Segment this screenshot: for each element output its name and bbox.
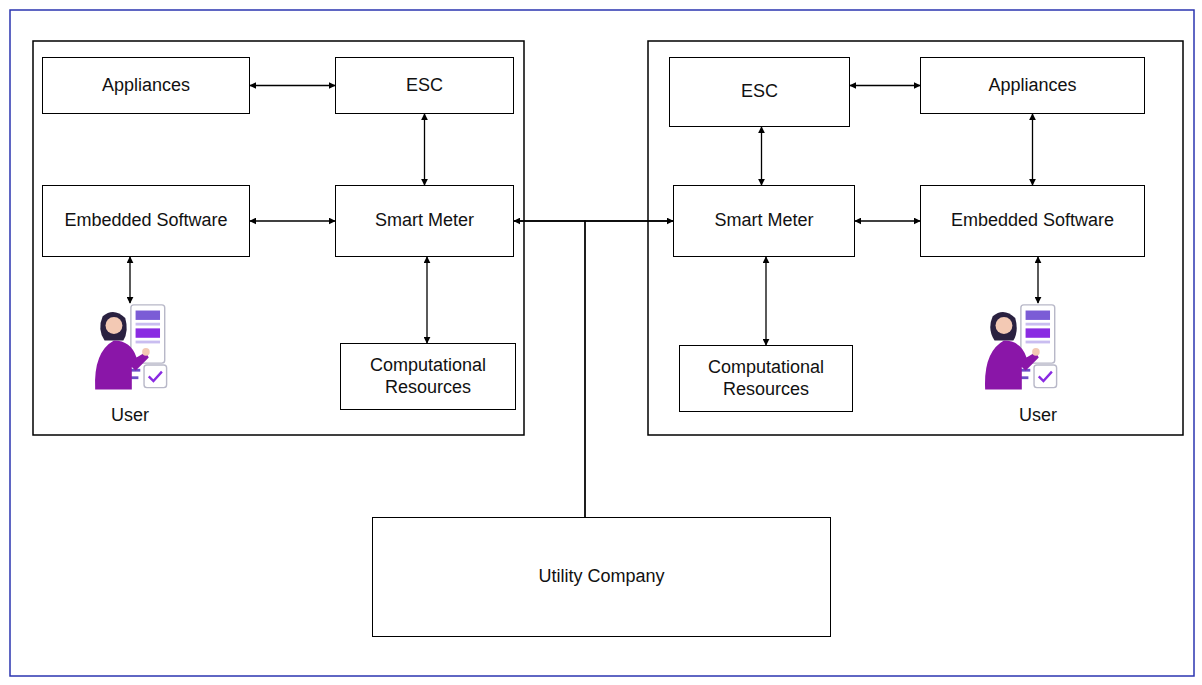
label-stack: Smart Meter bbox=[375, 210, 474, 232]
box-label: Utility Company bbox=[538, 566, 664, 588]
label-stack: Appliances bbox=[102, 75, 190, 97]
label-stack: Appliances bbox=[988, 75, 1076, 97]
box-label: ESC bbox=[741, 81, 778, 103]
user-node: User bbox=[80, 303, 180, 427]
component-box: Embedded Software bbox=[920, 185, 1145, 257]
component-box: Computational Resources bbox=[679, 345, 853, 412]
label-stack: Embedded Software bbox=[951, 210, 1114, 232]
box-label: Smart Meter bbox=[714, 210, 813, 232]
connector bbox=[850, 85, 920, 86]
connector bbox=[765, 257, 766, 345]
label-stack: ESC bbox=[741, 81, 778, 103]
user-label: User bbox=[1019, 405, 1057, 427]
box-label: Computational Resources bbox=[688, 357, 844, 400]
label-stack: Embedded Software bbox=[64, 210, 227, 232]
label-stack: Smart Meter bbox=[714, 210, 813, 232]
box-label: Computational Resources bbox=[349, 355, 507, 398]
component-box: Smart Meter bbox=[335, 185, 514, 257]
component-box: ESC bbox=[335, 57, 514, 114]
connector bbox=[250, 85, 335, 86]
component-box: Appliances bbox=[42, 57, 250, 114]
connector bbox=[855, 220, 920, 221]
connector bbox=[426, 257, 427, 343]
connector bbox=[585, 221, 673, 517]
user-illustration bbox=[95, 305, 167, 390]
connector bbox=[1032, 114, 1033, 185]
connector bbox=[761, 127, 762, 185]
user-illustration bbox=[985, 305, 1057, 390]
connector bbox=[250, 220, 335, 221]
box-label: Embedded Software bbox=[951, 210, 1114, 232]
label-stack: Utility Company bbox=[538, 566, 664, 588]
label-stack: Computational Resources bbox=[688, 357, 844, 400]
box-label: Appliances bbox=[102, 75, 190, 97]
house-boundary bbox=[648, 41, 1183, 435]
label-stack: ESC bbox=[406, 75, 443, 97]
box-label: ESC bbox=[406, 75, 443, 97]
outer-frame bbox=[10, 10, 1194, 676]
user-label: User bbox=[111, 405, 149, 427]
component-box: Embedded Software bbox=[42, 185, 250, 257]
component-box: Appliances bbox=[920, 57, 1145, 114]
connector bbox=[424, 114, 425, 185]
connector bbox=[1037, 257, 1038, 303]
component-box: ESC bbox=[669, 57, 850, 127]
house-boundary bbox=[33, 41, 524, 435]
box-label: Appliances bbox=[988, 75, 1076, 97]
box-label: Smart Meter bbox=[375, 210, 474, 232]
label-stack: User bbox=[111, 405, 149, 427]
connector bbox=[514, 221, 585, 517]
component-box: Smart Meter bbox=[673, 185, 855, 257]
label-stack: Computational Resources bbox=[349, 355, 507, 398]
box-label: Embedded Software bbox=[64, 210, 227, 232]
connector bbox=[129, 257, 130, 303]
component-box: Computational Resources bbox=[340, 343, 516, 410]
component-box: Utility Company bbox=[372, 517, 831, 637]
label-stack: User bbox=[1019, 405, 1057, 427]
user-node: User bbox=[985, 303, 1091, 427]
